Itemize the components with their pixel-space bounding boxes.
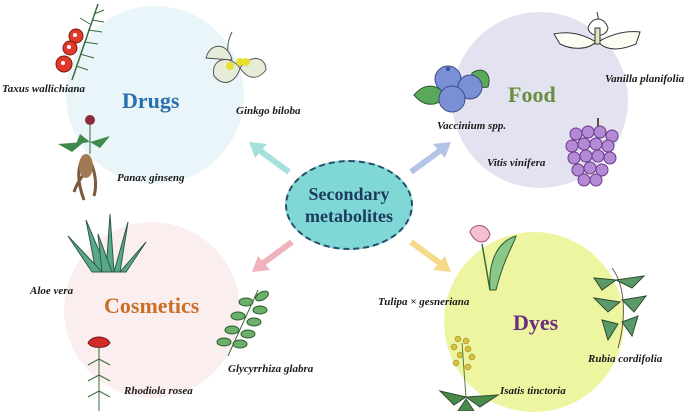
species-isatis-tinctoria: Isatis tinctoria	[500, 385, 566, 397]
drugs-label: Drugs	[122, 88, 180, 113]
species-ginkgo-biloba: Ginkgo biloba	[236, 105, 301, 117]
drugs-circle	[66, 6, 244, 184]
rhodiola-illustration-icon	[87, 336, 111, 411]
dyes-circle	[444, 232, 624, 412]
glycyrrhiza-illustration-icon	[216, 289, 269, 357]
ginkgo-illustration-icon	[205, 31, 267, 83]
tulip-illustration-icon	[469, 225, 517, 291]
arrow-to-dyes-icon	[409, 239, 451, 272]
species-panax-ginseng: Panax ginseng	[117, 172, 185, 184]
species-rubia-cordifolia: Rubia cordifolia	[588, 353, 663, 365]
dyes-label: Dyes	[513, 310, 559, 335]
food-label: Food	[508, 82, 556, 107]
rubia-illustration-icon	[592, 267, 648, 349]
species-vaccinium-spp: Vaccinium spp.	[437, 120, 507, 132]
taxus-illustration-icon	[55, 3, 105, 81]
species-taxus-wallichiana: Taxus wallichiana	[2, 83, 86, 95]
center-label-line1: Secondary	[308, 184, 390, 204]
panax-ginseng-illustration-icon	[58, 115, 110, 201]
aloe-illustration-icon	[67, 213, 147, 273]
grapes-illustration-icon	[565, 118, 619, 187]
blueberry-illustration-icon	[413, 65, 490, 113]
cosmetics-label: Cosmetics	[104, 293, 200, 318]
species-rhodiola-rosea: Rhodiola rosea	[124, 385, 193, 397]
arrow-to-food-icon	[409, 142, 451, 175]
vanilla-illustration-icon	[553, 11, 641, 50]
secondary-metabolites-node: Secondary metabolites	[285, 160, 413, 250]
species-tulipa-gesneriana: Tulipa × gesneriana	[378, 296, 470, 308]
species-vitis-vinifera: Vitis vinifera	[487, 157, 546, 169]
center-label: Secondary metabolites	[305, 183, 393, 227]
species-aloe-vera: Aloe vera	[30, 285, 74, 297]
center-label-line2: metabolites	[305, 206, 393, 226]
species-glycyrrhiza-glabra: Glycyrrhiza glabra	[228, 363, 314, 375]
arrow-to-cosmetics-icon	[252, 239, 294, 272]
isatis-illustration-icon	[438, 335, 500, 411]
arrow-to-drugs-icon	[249, 142, 291, 175]
species-vanilla-planifolia: Vanilla planifolia	[605, 73, 685, 85]
